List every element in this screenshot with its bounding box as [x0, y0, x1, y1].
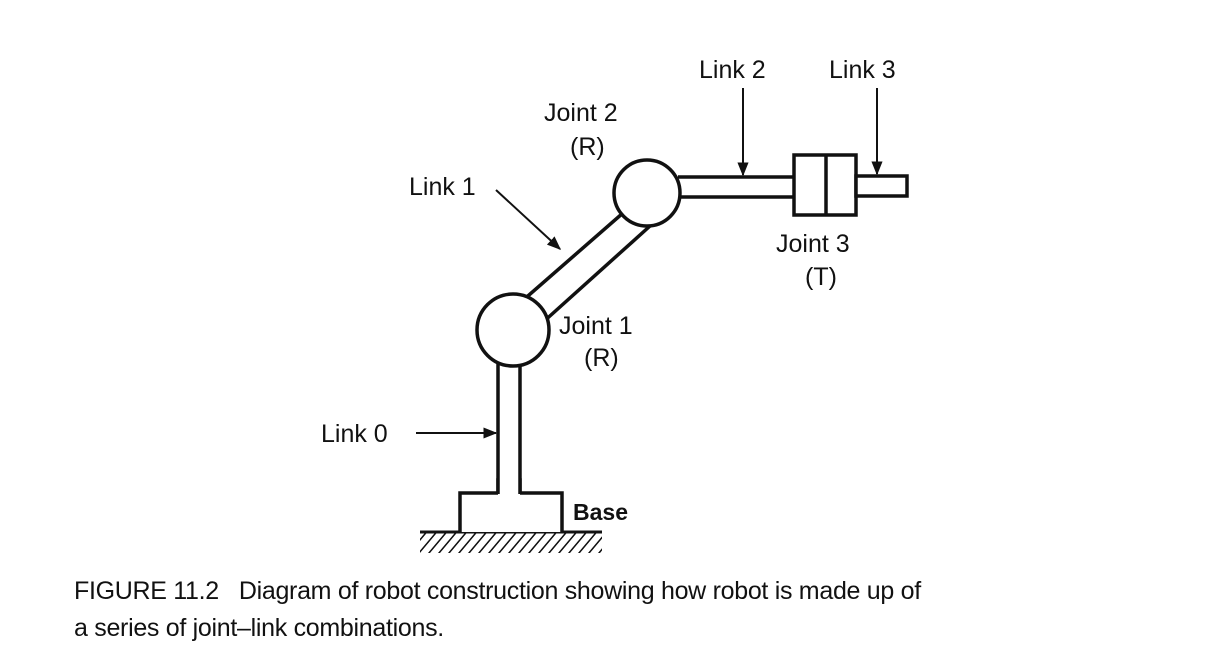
figure-caption-line-2: a series of joint–link combinations. — [74, 614, 444, 642]
joint-3-label: Joint 3 — [776, 230, 850, 258]
link-1-label: Link 1 — [409, 173, 476, 201]
joint-2-label: Joint 2 — [544, 99, 618, 127]
figure-caption-line-1: FIGURE 11.2 Diagram of robot constructio… — [74, 577, 921, 605]
joint-1-label: Joint 1 — [559, 312, 633, 340]
joint-2-type: (R) — [570, 133, 605, 161]
link-2-bar — [678, 175, 794, 199]
joint-2-circle — [612, 158, 682, 228]
link-3-bar — [854, 174, 909, 198]
link-0-label: Link 0 — [321, 420, 388, 448]
link-1-bar — [519, 200, 663, 326]
link-2-label: Link 2 — [699, 56, 766, 84]
joint-3-block — [792, 153, 858, 217]
link-0-bar — [496, 362, 522, 496]
joint-3-type: (T) — [805, 263, 837, 291]
joint-1-type: (R) — [584, 344, 619, 372]
joint-1-circle — [475, 292, 551, 368]
ground — [420, 530, 602, 553]
link-3-label: Link 3 — [829, 56, 896, 84]
link-1-arrow — [495, 189, 562, 250]
base-label: Base — [573, 499, 628, 525]
